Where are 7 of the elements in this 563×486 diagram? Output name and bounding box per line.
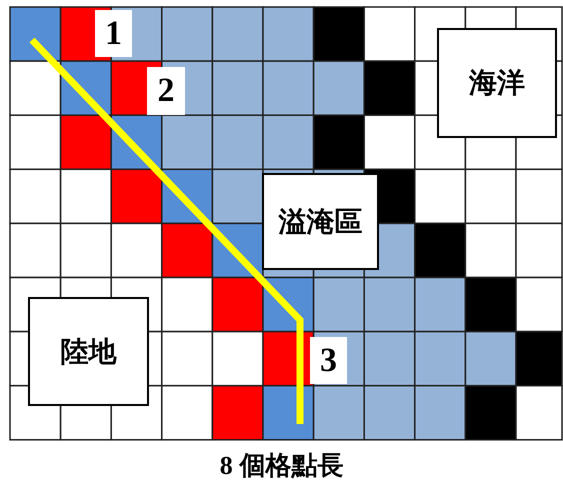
- label-box: 海洋: [437, 28, 557, 138]
- callout-number: 3: [310, 337, 347, 384]
- callout-number: 1: [95, 10, 132, 57]
- label-box: 陸地: [28, 297, 149, 406]
- label-box: 溢淹區: [262, 173, 379, 270]
- caption: 8 個格點長: [220, 451, 344, 480]
- callout-number: 2: [147, 67, 185, 115]
